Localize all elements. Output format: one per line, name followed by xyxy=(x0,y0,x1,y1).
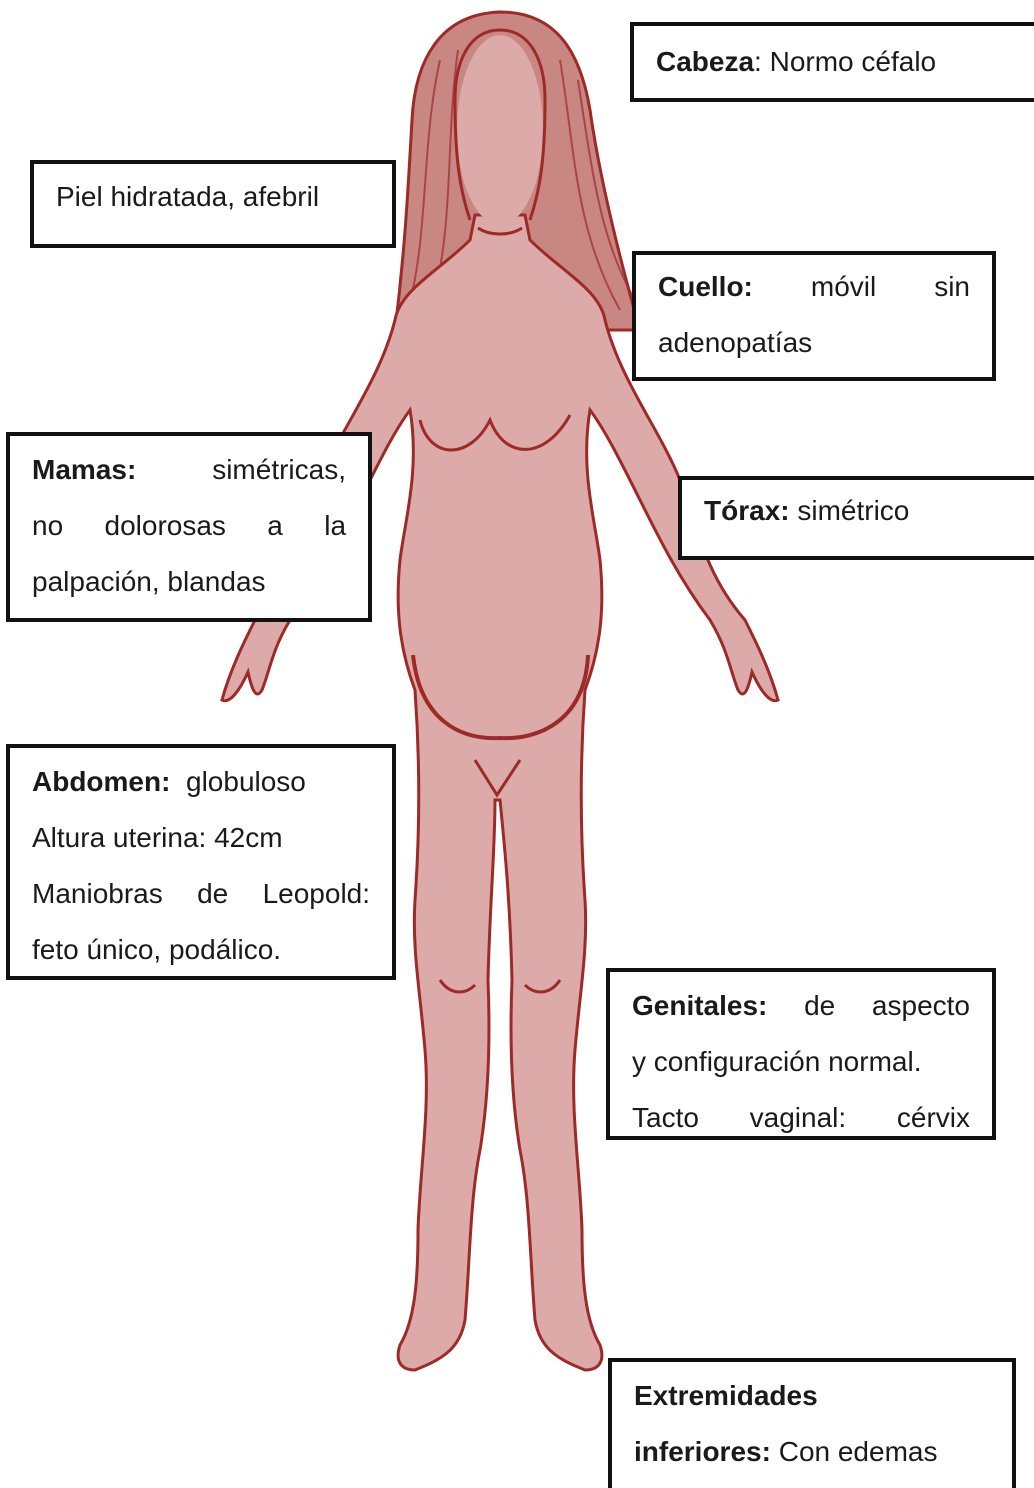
extremidades-label-2: inferiores: xyxy=(634,1436,771,1467)
annotation-abdomen: Abdomen: globuloso Altura uterina: 42cm … xyxy=(6,744,396,980)
cuello-word-2: sin xyxy=(934,271,970,302)
genitales-word-5: cérvix xyxy=(897,1102,970,1133)
extremidades-line1: Extremidades xyxy=(634,1368,990,1424)
mamas-word-4: la xyxy=(324,510,346,541)
abdomen-word-1: Maniobras xyxy=(32,878,163,909)
genitales-word-4: vaginal: xyxy=(750,1102,847,1133)
cuello-word-1: móvil xyxy=(811,271,876,302)
mamas-word-3: a xyxy=(267,510,283,541)
mamas-line1-rest: simétricas, xyxy=(212,454,346,485)
cabeza-label: Cabeza xyxy=(656,46,754,77)
genitales-line1: Genitales: de aspecto xyxy=(632,978,970,1034)
genitales-label: Genitales: xyxy=(632,990,767,1021)
piel-text: Piel hidratada, afebril xyxy=(56,181,319,212)
abdomen-line1: Abdomen: globuloso xyxy=(32,754,370,810)
abdomen-line3: Maniobras de Leopold: xyxy=(32,866,370,922)
abdomen-word-3: Leopold: xyxy=(263,878,370,909)
mamas-line2: no dolorosas a la xyxy=(32,498,346,554)
annotation-cabeza: Cabeza: Normo céfalo xyxy=(630,22,1034,102)
torax-label: Tórax: xyxy=(704,495,790,526)
torax-text: simétrico xyxy=(790,495,910,526)
genitales-word-3: Tacto xyxy=(632,1102,699,1133)
annotation-mamas: Mamas: simétricas, no dolorosas a la pal… xyxy=(6,432,372,622)
head xyxy=(457,35,543,225)
genitales-line3: Tacto vaginal: cérvix xyxy=(632,1090,970,1140)
genitales-word-1: de xyxy=(804,990,835,1021)
annotation-genitales: Genitales: de aspecto y configuración no… xyxy=(606,968,996,1140)
genitales-line2: y configuración normal. xyxy=(632,1034,970,1090)
annotation-cuello: Cuello: móvil sin adenopatías xyxy=(632,251,996,381)
genitales-word-2: aspecto xyxy=(872,990,970,1021)
mamas-line1: Mamas: simétricas, xyxy=(32,442,346,498)
extremidades-label-1: Extremidades xyxy=(634,1380,818,1411)
abdomen-line1-rest: globuloso xyxy=(186,766,306,797)
annotation-torax: Tórax: simétrico xyxy=(678,476,1034,560)
abdomen-word-2: de xyxy=(197,878,228,909)
mamas-word-2: dolorosas xyxy=(105,510,226,541)
mamas-line3: palpación, blandas xyxy=(32,554,346,610)
cuello-line1: Cuello: móvil sin xyxy=(658,259,970,315)
abdomen-line4: feto único, podálico. xyxy=(32,922,370,978)
mamas-label: Mamas: xyxy=(32,454,136,485)
annotation-piel: Piel hidratada, afebril xyxy=(30,160,396,248)
abdomen-line2: Altura uterina: 42cm xyxy=(32,810,370,866)
cabeza-text: : Normo céfalo xyxy=(754,46,936,77)
cuello-label: Cuello: xyxy=(658,271,753,302)
abdomen-label: Abdomen: xyxy=(32,766,170,797)
mamas-word-1: no xyxy=(32,510,63,541)
extremidades-line2: inferiores: Con edemas xyxy=(634,1424,990,1480)
extremidades-text: Con edemas xyxy=(771,1436,938,1467)
cuello-line2: adenopatías xyxy=(658,315,970,371)
